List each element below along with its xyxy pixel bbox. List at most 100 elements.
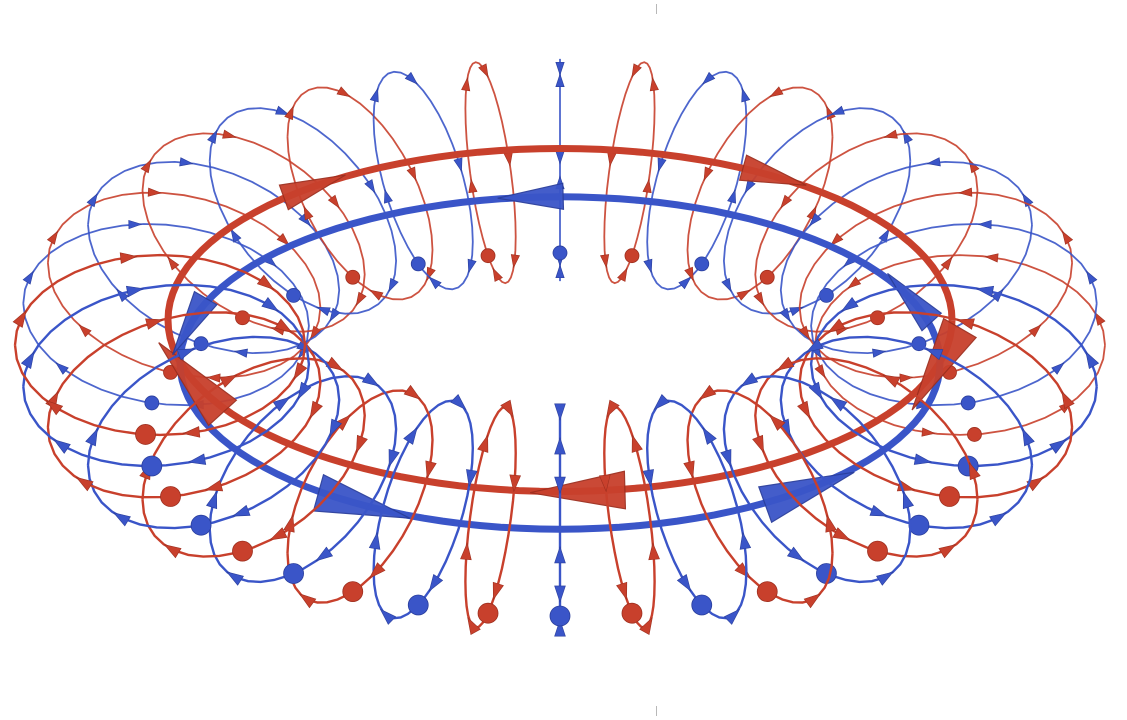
field-line-loop: [141, 357, 366, 558]
field-arrow-marker: [702, 427, 717, 445]
field-dot-marker: [624, 248, 640, 264]
field-arrow-marker: [825, 514, 837, 533]
field-line-loop: [686, 86, 834, 301]
field-arrow-marker: [642, 178, 652, 194]
field-arrow-marker: [404, 71, 418, 85]
field-arrow-marker: [639, 616, 653, 635]
field-dot-marker: [816, 563, 837, 584]
field-dot-marker: [867, 540, 888, 562]
field-arrow-marker: [478, 63, 489, 78]
main-ring-cone: [158, 342, 238, 427]
field-arrow-marker: [222, 129, 237, 139]
field-line-loop: [13, 253, 307, 437]
front-layer: [12, 252, 1100, 637]
field-arrow-marker: [206, 490, 218, 510]
field-arrow-marker: [85, 428, 98, 447]
field-arrow-marker: [204, 479, 224, 492]
field-arrow-marker: [364, 179, 376, 194]
field-arrow-marker: [616, 581, 628, 601]
field-dot-marker: [345, 269, 361, 285]
field-arrow-marker: [403, 427, 418, 445]
field-dot-marker: [549, 605, 571, 627]
field-arrow-marker: [752, 434, 764, 454]
field-arrow-marker: [284, 105, 294, 121]
field-dot-marker: [342, 581, 364, 603]
field-dot-marker: [283, 563, 304, 584]
field-arrow-marker: [453, 157, 463, 173]
field-arrow-marker: [336, 86, 351, 98]
field-line-loop: [46, 311, 322, 499]
field-arrow-marker: [649, 76, 659, 92]
field-arrow-marker: [230, 228, 242, 243]
main-ring-cone: [497, 182, 565, 211]
field-line-loop: [22, 223, 310, 407]
field-arrow-marker: [797, 400, 811, 419]
field-arrow-marker: [303, 205, 314, 221]
main-ring-cone: [278, 174, 346, 211]
field-dot-marker: [694, 256, 710, 272]
field-arrow-marker: [327, 194, 340, 209]
field-arrow-marker: [112, 512, 131, 527]
field-dot-marker: [286, 288, 301, 303]
main-ring-cone: [887, 272, 943, 332]
field-line-loop: [372, 399, 475, 620]
field-dot-marker: [908, 514, 930, 536]
field-arrow-marker: [648, 542, 660, 561]
field-arrow-marker: [956, 318, 975, 330]
field-arrow-marker: [232, 504, 251, 517]
field-arrow-marker: [272, 396, 291, 412]
field-arrow-marker: [45, 400, 64, 416]
field-arrow-marker: [684, 266, 694, 282]
field-arrow-marker: [187, 453, 207, 465]
field-arrow-marker: [219, 374, 238, 388]
field-arrow-marker: [128, 219, 143, 230]
field-arrow-marker: [876, 571, 894, 586]
field-arrow-marker: [256, 274, 275, 290]
field-arrow-marker: [461, 76, 471, 92]
field-arrow-marker: [1049, 439, 1067, 454]
field-arrow-marker: [814, 364, 826, 379]
field-line-loop: [86, 335, 341, 530]
field-arrow-marker: [509, 474, 521, 493]
field-arrow-marker: [140, 158, 152, 174]
field-arrow-marker: [769, 86, 784, 98]
field-arrow-marker: [145, 318, 164, 330]
field-arrow-marker: [316, 306, 331, 317]
field-arrow-marker: [450, 393, 467, 411]
field-arrow-marker: [968, 461, 981, 481]
field-arrow-marker: [830, 233, 844, 246]
field-dot-marker: [477, 602, 499, 624]
field-arrow-marker: [830, 105, 845, 116]
field-arrow-marker: [720, 448, 732, 468]
field-arrow-marker: [913, 453, 933, 465]
field-line-loop: [809, 283, 1098, 468]
field-arrow-marker: [869, 504, 888, 517]
field-arrow-marker: [1085, 351, 1100, 370]
field-arrow-marker: [510, 254, 520, 269]
field-arrow-marker: [554, 476, 566, 495]
field-arrow-marker: [119, 252, 138, 264]
field-arrow-marker: [555, 73, 565, 88]
field-arrow-marker: [460, 542, 472, 561]
field-arrow-marker: [20, 351, 35, 370]
field-arrow-marker: [492, 267, 503, 282]
field-arrow-marker: [938, 544, 957, 559]
field-arrow-marker: [768, 414, 786, 431]
field-arrow-marker: [958, 187, 973, 197]
field-arrow-marker: [555, 150, 565, 165]
field-dot-marker: [960, 395, 976, 411]
field-line-loop: [286, 86, 434, 301]
field-arrow-marker: [683, 460, 695, 479]
field-arrow-marker: [477, 434, 489, 453]
axis-tick-top: [656, 4, 657, 14]
field-line-loop: [645, 399, 748, 620]
field-arrow-marker: [653, 393, 670, 411]
field-arrow-marker: [167, 256, 180, 271]
field-arrow-marker: [297, 381, 312, 400]
field-arrow-marker: [75, 476, 94, 492]
field-arrow-marker: [1086, 270, 1098, 285]
field-arrow-marker: [643, 258, 653, 274]
field-arrow-marker: [924, 348, 944, 361]
field-line-loop: [686, 389, 834, 604]
